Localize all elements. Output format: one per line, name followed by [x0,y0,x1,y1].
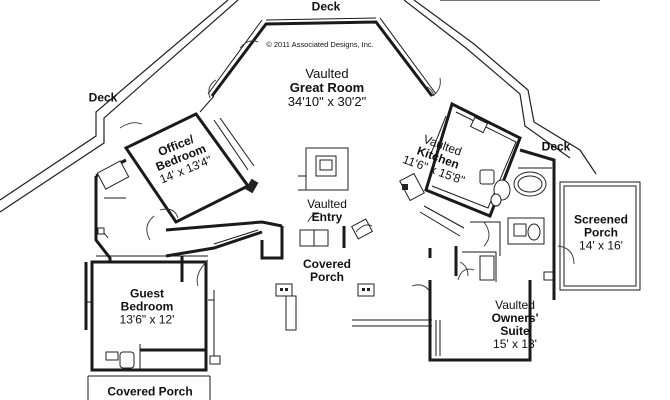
owners-line1: Vaulted [495,298,535,313]
front-porch-line2: Porch [309,270,344,284]
great-room-dims: 34'10" x 30'2" [287,94,367,110]
deck-left-label: Deck [88,90,118,105]
office-bedroom-walls [119,95,259,224]
guest-bedroom-label: Guest Bedroom 13'6" x 12' [119,286,175,327]
left-service-walls [94,158,179,262]
great-room-label: Vaulted Great Room 34'10" x 30'2" [287,65,367,110]
bottom-porch-outline [87,375,211,400]
entry-label: Vaulted Entry [307,198,347,224]
deck-right-label: Deck [541,139,571,154]
great-room-line2: Great Room [289,79,365,95]
fireplace [298,147,349,191]
bottom-porch-label: Covered Porch [107,384,193,399]
front-porch-line1: Covered [302,257,352,272]
owners-line3: Suite [500,324,530,338]
guest-dims: 13'6" x 12' [119,312,175,327]
screened-porch-dims: 14' x 16' [579,238,623,253]
entry-walls [280,213,374,248]
front-porch [260,240,432,331]
deck-top-name: Deck [311,0,341,14]
screened-porch-label: Screened Porch 14' x 16' [573,212,629,253]
screened-porch-line1: Screened [573,212,629,227]
screened-porch-walls [552,181,641,300]
right-bath-walls [470,148,556,256]
entry-line1: Vaulted [307,197,347,212]
entry-line2: Entry [311,210,343,224]
guest-line1: Guest [129,286,165,301]
copyright-text: © 2011 Associated Designs, Inc. [266,39,374,49]
great-room-doors [208,40,441,99]
owners-suite-label: Vaulted Owners' Suite 15' x 13' [492,299,539,351]
great-room-line1: Vaulted [305,65,349,81]
front-porch-label: Covered Porch [303,258,351,284]
screened-porch-line2: Porch [583,225,618,240]
bottom-porch-name: Covered Porch [107,384,193,399]
deck-right-name: Deck [541,139,571,154]
guest-bedroom-walls [84,255,221,372]
hallway-walls [165,220,283,282]
owners-dims: 15' x 13' [493,336,537,351]
deck-top-label: Deck [311,0,341,14]
guest-line2: Bedroom [120,299,174,314]
kitchen-walls [399,101,522,237]
owners-line2: Owners' [491,311,539,326]
deck-left-name: Deck [88,90,118,105]
deck-outline [0,0,600,213]
great-room-walls [207,17,437,97]
